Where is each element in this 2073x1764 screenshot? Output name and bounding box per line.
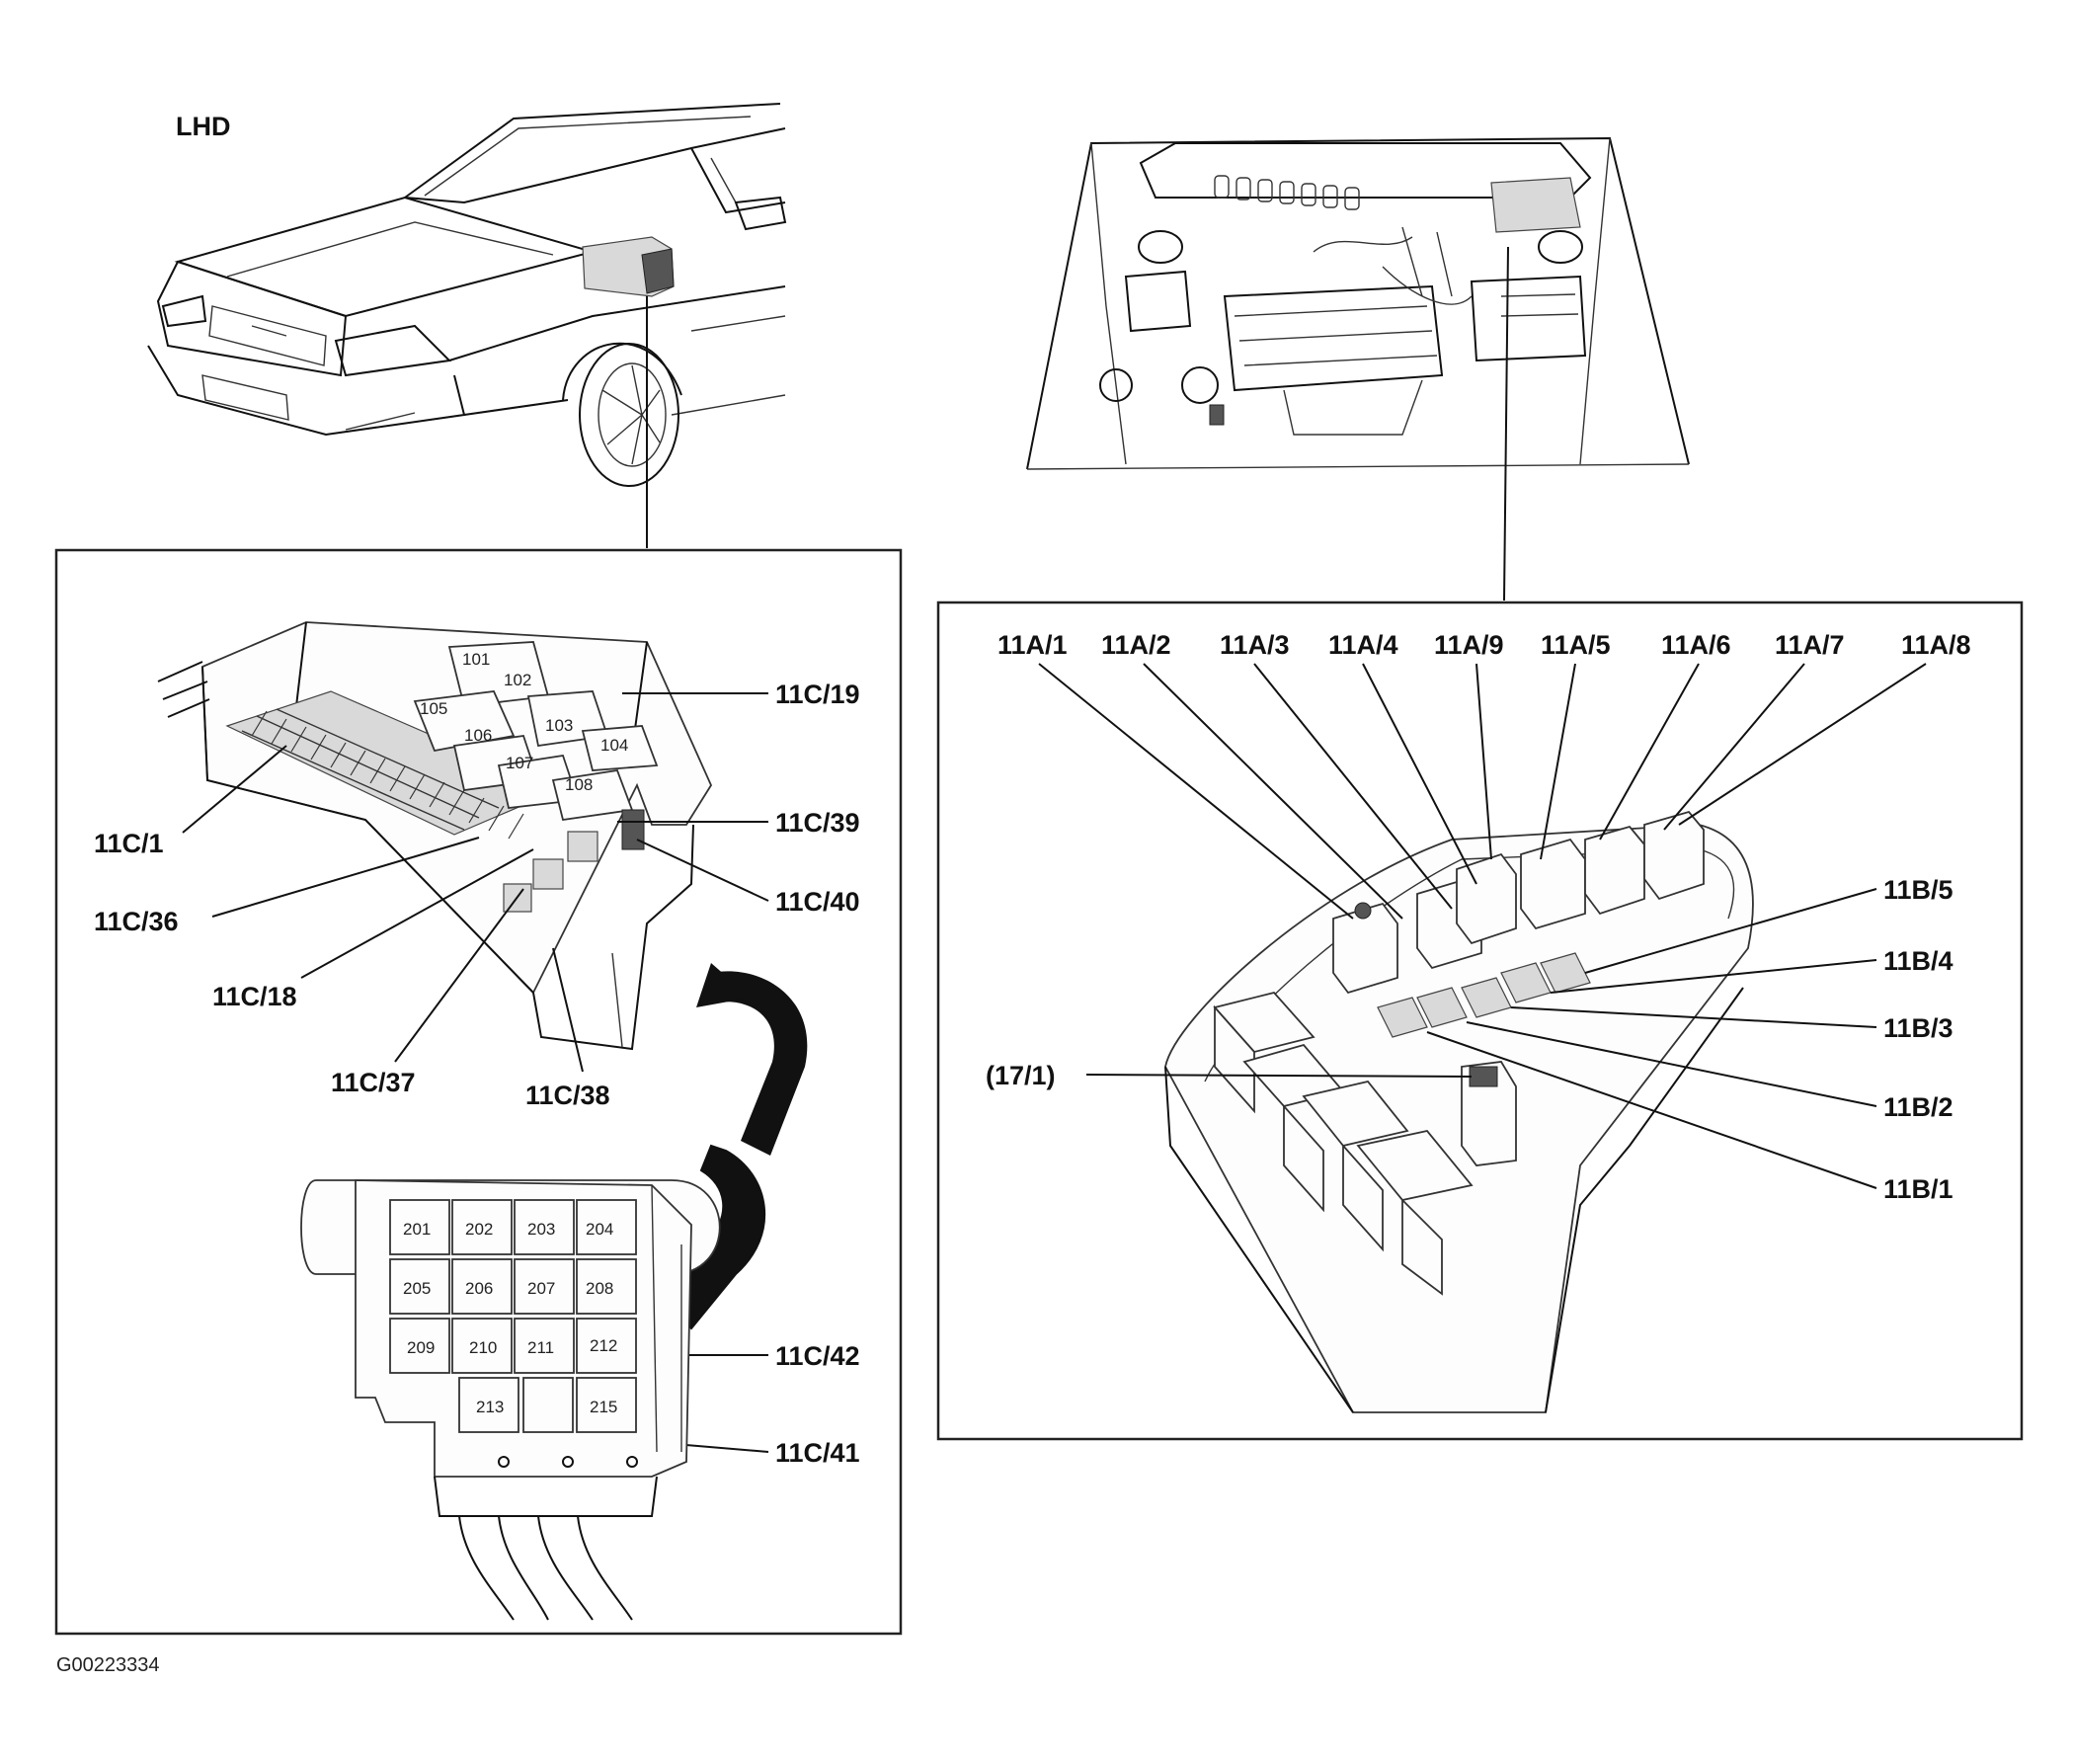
lhd-label: LHD [176,112,231,141]
figure-id: G00223334 [56,1654,160,1676]
callout-11a-1: 11A/1 [997,630,1068,660]
relay-103: 103 [545,716,573,735]
relay-105: 105 [420,699,447,718]
lower-fuse-box [300,1179,721,1621]
fuse-203: 203 [527,1220,555,1239]
fuse-207: 207 [527,1279,555,1298]
left-detail-panel [54,548,903,1636]
engine-bay-illustration [1026,136,1690,601]
callout-11a-5: 11A/5 [1541,630,1611,660]
relay-101: 101 [462,650,490,669]
fuse-202: 202 [465,1220,493,1239]
fuse-208: 208 [586,1279,613,1298]
callout-11a-6: 11A/6 [1661,630,1731,660]
callout-11b-1: 11B/1 [1883,1174,1953,1204]
left-callout-leaders [182,692,769,1453]
callout-11b-3: 11B/3 [1883,1013,1953,1043]
fuse-205: 205 [403,1279,431,1298]
callout-11a-7: 11A/7 [1775,630,1845,660]
callout-11c-38: 11C/38 [525,1081,610,1110]
relay-104: 104 [600,736,628,755]
relay-108: 108 [565,775,593,794]
callout-11c-36: 11C/36 [94,907,179,936]
callout-11b-4: 11B/4 [1883,946,1953,976]
callout-11c-42: 11C/42 [775,1341,860,1371]
relay-107: 107 [506,754,533,772]
fuse-206: 206 [465,1279,493,1298]
fuse-213: 213 [476,1398,504,1416]
callout-11a-3: 11A/3 [1220,630,1290,660]
fuse-204: 204 [586,1220,613,1239]
fuse-211: 211 [527,1338,554,1357]
callout-11c-37: 11C/37 [331,1068,416,1097]
relay-102: 102 [504,671,531,689]
central-electronic-module [157,621,713,1051]
engine-relay-box [1164,810,1754,1413]
relay-106: 106 [464,726,492,745]
right-detail-panel [936,601,2024,1441]
callout-11b-5: 11B/5 [1883,875,1953,905]
fuse-201: 201 [403,1220,431,1239]
callout-11a-9: 11A/9 [1434,630,1504,660]
callout-11c-18: 11C/18 [212,982,297,1011]
callout-11a-8: 11A/8 [1901,630,1971,660]
callout-11a-2: 11A/2 [1101,630,1171,660]
fuse-210: 210 [469,1338,497,1357]
fuse-215: 215 [590,1398,617,1416]
callout-17-1: (17/1) [986,1061,1056,1090]
callout-11a-4: 11A/4 [1328,630,1398,660]
car-illustration [147,103,787,548]
callout-11c-39: 11C/39 [775,808,860,838]
callout-11c-19: 11C/19 [775,680,860,709]
right-callout-leaders [1038,663,1927,1189]
callout-11b-2: 11B/2 [1883,1092,1953,1122]
fuse-212: 212 [590,1336,617,1355]
fuse-209: 209 [407,1338,435,1357]
callout-11c-41: 11C/41 [775,1438,860,1468]
callout-11c-40: 11C/40 [775,887,860,917]
callout-11c-1: 11C/1 [94,829,164,858]
